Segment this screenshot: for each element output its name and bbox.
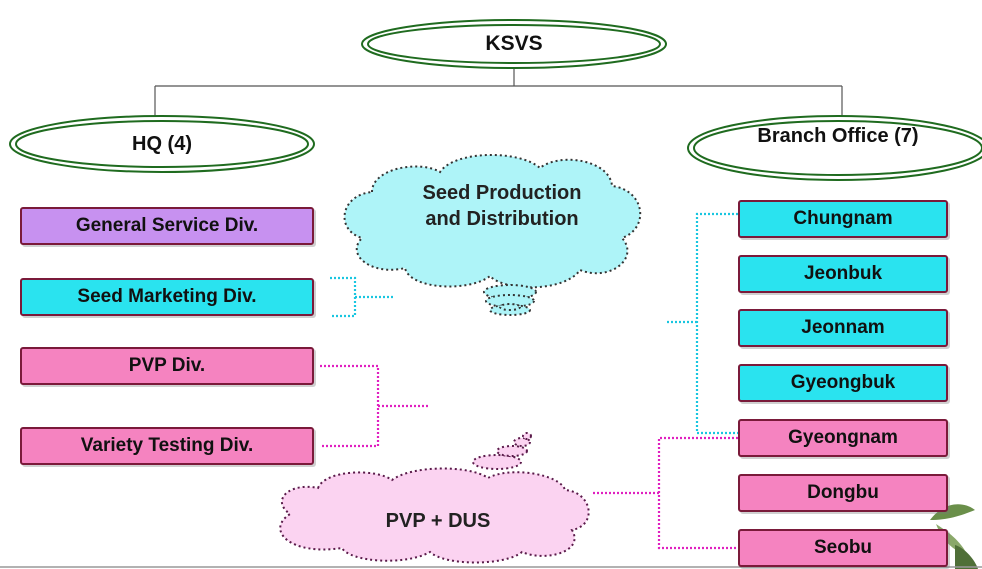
branch-seobu: Seobu [738, 529, 948, 567]
branch-chungnam: Chungnam [738, 200, 948, 238]
oval-branch-office [687, 115, 982, 181]
hq-label: HQ (4) [132, 133, 192, 155]
division-general-service: General Service Div. [20, 207, 314, 245]
cyan-links [330, 212, 738, 435]
cloud-pvp-dus [279, 432, 590, 564]
pvp-cloud-label: PVP + DUS [385, 510, 491, 532]
division-variety-testing: Variety Testing Div. [20, 427, 314, 465]
ksvs-label: KSVS [485, 32, 543, 55]
oval-hq [9, 115, 315, 173]
seed-cloud-label: Seed Production and Distribution [422, 182, 582, 230]
branch-jeonnam: Jeonnam [738, 309, 948, 347]
branch-jeonbuk: Jeonbuk [738, 255, 948, 293]
branch-office-label: Branch Office (7) [757, 125, 919, 147]
division-pvp: PVP Div. [20, 347, 314, 385]
cloud-seed-production [343, 153, 642, 316]
magenta-links [320, 364, 738, 550]
branch-gyeongnam: Gyeongnam [738, 419, 948, 457]
tree-connectors [154, 66, 843, 118]
oval-ksvs [361, 19, 667, 69]
branch-gyeongbuk: Gyeongbuk [738, 364, 948, 402]
division-seed-marketing: Seed Marketing Div. [20, 278, 314, 316]
branch-dongbu: Dongbu [738, 474, 948, 512]
